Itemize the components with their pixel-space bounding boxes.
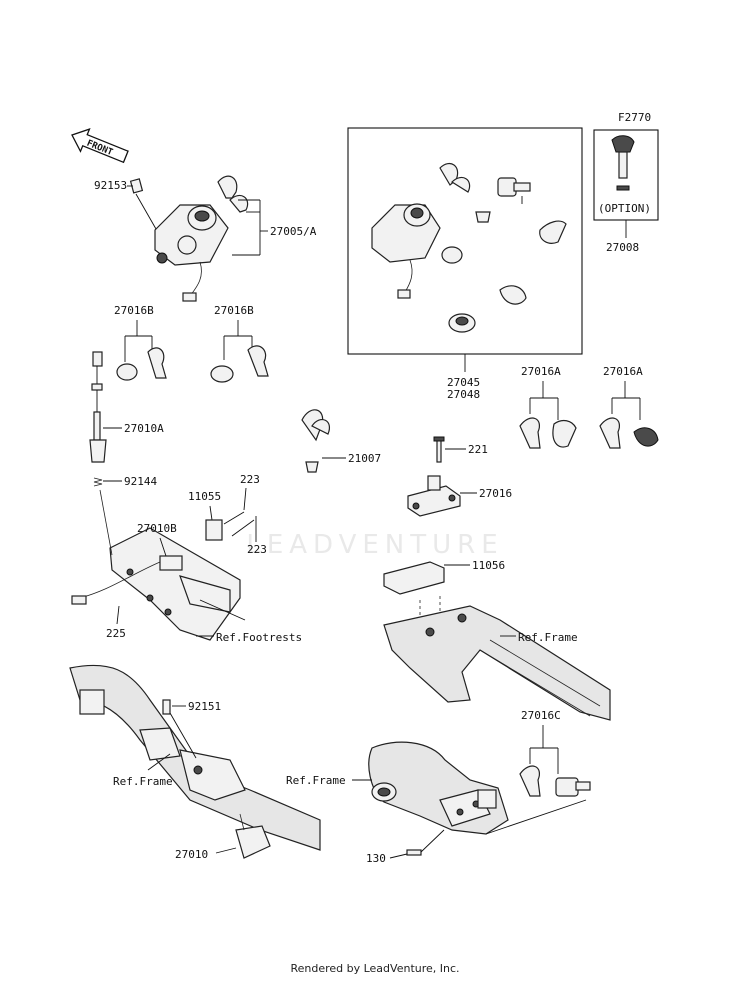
diagram-code: F2770	[618, 111, 651, 124]
label-ref-frame-3: Ref.Frame	[286, 774, 346, 787]
spring-icon	[93, 477, 103, 487]
label-223-1: 223	[240, 473, 260, 486]
key-icon	[519, 765, 541, 797]
label-21007: 21007	[348, 452, 381, 465]
label-27048: 27048	[447, 388, 480, 401]
label-27016b-2: 27016B	[214, 304, 254, 317]
label-223-2: 223	[247, 543, 267, 556]
key-icon	[147, 347, 167, 379]
screw-icon	[436, 439, 442, 463]
label-27016a-2: 27016A	[603, 365, 643, 378]
label-11055: 11055	[188, 490, 221, 503]
bolt-icon	[162, 699, 171, 715]
label-27016: 27016	[479, 487, 512, 500]
label-225: 225	[106, 627, 126, 640]
mount-plate-27016	[407, 475, 461, 517]
front-arrow-icon: FRONT	[71, 128, 129, 164]
kit-parts	[371, 163, 567, 333]
label-27005: 27005/A	[270, 225, 317, 238]
label-130: 130	[366, 852, 386, 865]
bracket-11056	[383, 561, 445, 595]
label-27008: 27008	[606, 241, 639, 254]
label-92151: 92151	[188, 700, 221, 713]
option-key-card: (OPTION)	[593, 129, 659, 221]
label-27016c: 27016C	[521, 709, 561, 722]
label-27010a: 27010A	[124, 422, 164, 435]
frame-section-bottom-right	[368, 741, 509, 835]
grommet-icon	[205, 519, 223, 541]
label-92153: 92153	[94, 179, 127, 192]
cap-icon	[305, 461, 319, 473]
lock-icon	[555, 777, 579, 797]
footrest-bracket	[71, 489, 246, 641]
key-icon	[599, 417, 621, 449]
label-ref-frame-1: Ref.Frame	[518, 631, 578, 644]
frame-section-right	[383, 605, 611, 721]
key-icon	[247, 345, 269, 377]
label-27010b: 27010B	[137, 522, 177, 535]
label-11056: 11056	[472, 559, 505, 572]
frame-section-left	[69, 664, 321, 859]
footer-credit: Rendered by LeadVenture, Inc.	[290, 962, 460, 975]
label-ref-footrests: Ref.Footrests	[216, 631, 302, 644]
option-label: (OPTION)	[598, 202, 651, 215]
label-92144: 92144	[124, 475, 157, 488]
lock-icon	[552, 419, 577, 448]
label-27045: 27045	[447, 376, 480, 389]
label-221: 221	[468, 443, 488, 456]
screw-icon	[406, 849, 422, 856]
lock-cylinder-icon	[116, 363, 138, 381]
label-27016a-1: 27016A	[521, 365, 561, 378]
label-27016b-1: 27016B	[114, 304, 154, 317]
lock-cylinder-icon	[210, 365, 234, 383]
switch-27010a	[89, 351, 107, 463]
ignition-switch-assembly	[129, 175, 268, 302]
lock-icon	[633, 427, 659, 447]
label-27010: 27010	[175, 848, 208, 861]
label-ref-frame-2: Ref.Frame	[113, 775, 173, 788]
key-icon	[519, 417, 541, 449]
watermark: LEADVENTURE	[246, 530, 504, 560]
key-icon	[311, 418, 330, 435]
